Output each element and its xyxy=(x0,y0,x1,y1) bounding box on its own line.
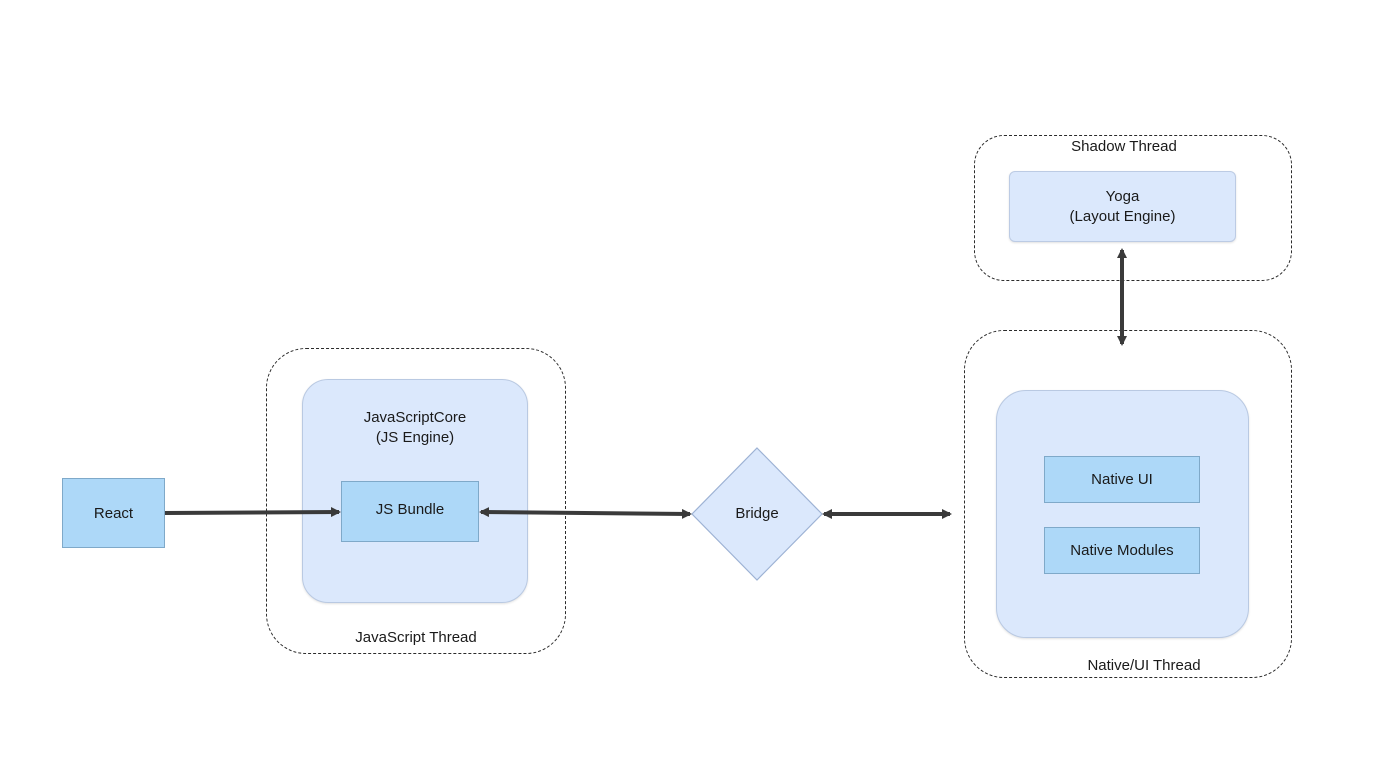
yoga-subtitle: (Layout Engine) xyxy=(1069,207,1176,225)
native-ui-node: Native UI xyxy=(1044,456,1200,503)
native-modules-node: Native Modules xyxy=(1044,527,1200,574)
react-node: React xyxy=(62,478,165,548)
js-engine-subtitle: (JS Engine) xyxy=(375,429,455,446)
javascript-thread-container xyxy=(266,348,566,654)
yoga-name: Yoga xyxy=(1105,187,1140,205)
native-container xyxy=(996,390,1249,638)
javascript-thread-label: JavaScript Thread xyxy=(355,629,477,646)
arrow-js-bundle-bridge xyxy=(479,507,692,519)
js-bundle-label: JS Bundle xyxy=(375,501,445,518)
js-bundle-node: JS Bundle xyxy=(341,481,479,542)
js-engine-label: JavaScriptCore (JS Engine) xyxy=(302,408,528,448)
arrow-react-to-js-bundle xyxy=(164,507,341,518)
native-ui-label: Native UI xyxy=(1091,471,1153,488)
yoga-layout-engine: Yoga (Layout Engine) xyxy=(1009,171,1236,242)
react-label: React xyxy=(93,504,134,522)
bridge-diamond xyxy=(691,447,823,581)
shadow-thread-label: Shadow Thread xyxy=(1071,138,1177,155)
bridge-label: Bridge xyxy=(735,505,779,522)
native-modules-label: Native Modules xyxy=(1070,542,1174,559)
shadow-thread-container xyxy=(974,135,1292,281)
native-ui-thread-label: Native/UI Thread xyxy=(1087,657,1201,674)
js-engine-name: JavaScriptCore xyxy=(363,409,467,426)
native-ui-thread-container xyxy=(964,330,1292,678)
js-engine-container xyxy=(302,379,528,603)
